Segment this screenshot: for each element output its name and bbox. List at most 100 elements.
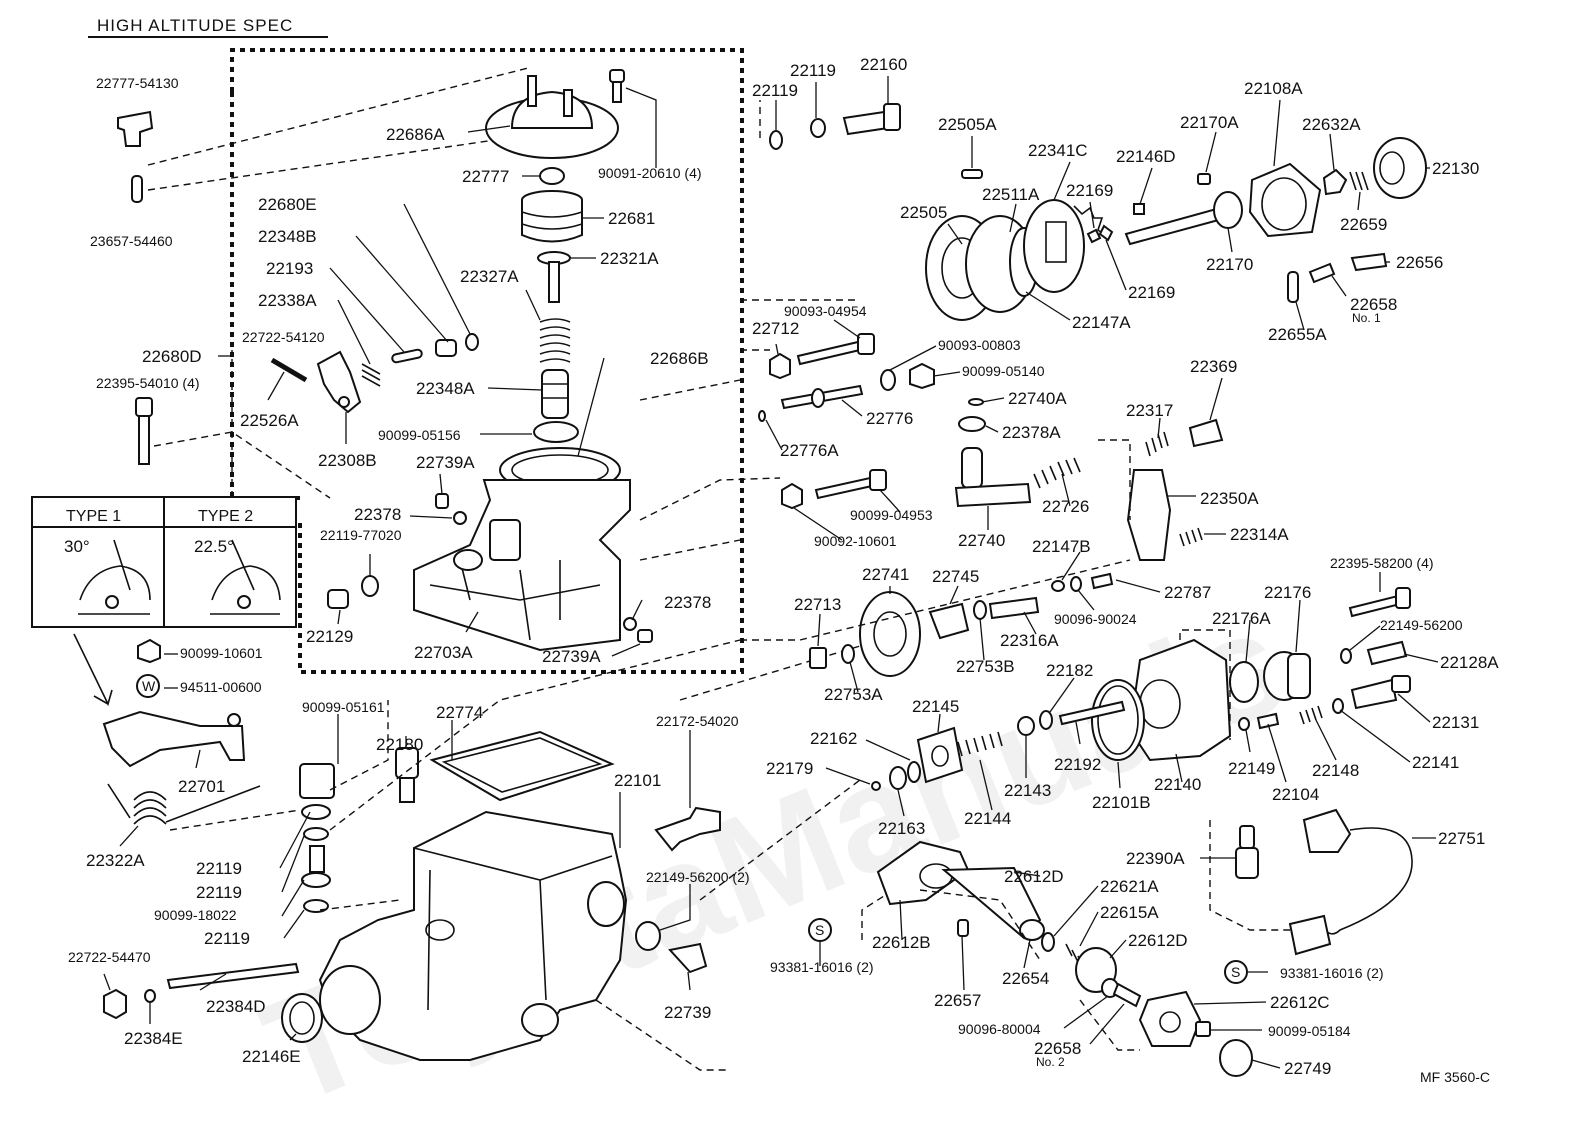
spring-22327A [539,318,571,363]
type1-label: TYPE 1 [66,508,121,525]
label-22149-56200: 22149-56200 [1380,617,1463,633]
plate-22341C [1023,199,1085,293]
label-22162: 22162 [810,729,857,748]
bolt-22129 [327,589,349,609]
spring-22615A [1065,943,1091,975]
label-22681: 22681 [608,209,655,228]
label-22686A: 22686A [386,125,445,144]
label-22144: 22144 [964,809,1011,828]
bolt-90091-20610 [609,69,625,103]
gear-22130 [1373,137,1427,199]
label-22321A: 22321A [600,249,659,268]
leader-dash-lower-1 [169,639,881,1071]
fitting-22131 [1350,675,1411,710]
label-22680E: 22680E [258,195,317,214]
spring-22322A [107,783,261,825]
sleeve-22316A [988,596,1040,620]
label-22722-54470: 22722-54470 [68,949,151,965]
label-22149: 22149 [1228,759,1275,778]
label-22658-no2-sub: No. 2 [1036,1055,1065,1069]
sleeve-22348A [541,369,569,419]
label-22713: 22713 [794,595,841,614]
washer-22378-left [453,511,467,525]
pipe-22612D [941,866,1045,941]
spider-22632A [1322,168,1348,196]
bolt-22160 [842,103,901,136]
nut-90092-10601 [781,482,803,510]
special-symbol-left: S [808,918,832,942]
label-90093-04954: 90093-04954 [784,303,867,319]
label-22143: 22143 [1004,781,1051,800]
ring-22740A [968,398,984,406]
label-22751: 22751 [1438,829,1485,848]
ring-22621A [1041,932,1055,952]
label-22776: 22776 [866,409,913,428]
label-90099-05156: 90099-05156 [378,427,461,443]
label-22169-a: 22169 [1066,181,1113,200]
screw-22658-no1 [1308,262,1336,284]
label-90099-05140: 90099-05140 [962,363,1045,379]
label-22131: 22131 [1432,713,1479,732]
plug-22369 [1188,418,1224,448]
label-22390A: 22390A [1126,849,1185,868]
label-22192: 22192 [1054,755,1101,774]
label-94511-00600: 94511-00600 [180,679,262,695]
washer-22119-c [303,899,329,913]
bolt-22395-58200 [1348,587,1411,618]
spring-22338A [361,363,381,387]
diaphragm-22681 [521,190,583,243]
cap-22749 [1219,1039,1253,1077]
spring-22314A [1179,527,1203,547]
gasket-22774 [429,730,615,802]
label-22612B: 22612B [872,933,931,952]
label-22101: 22101 [614,771,661,790]
washer-90096-90024 [1070,576,1082,592]
label-90099-05161: 90099-05161 [302,699,385,715]
label-22148: 22148 [1312,761,1359,780]
collar-90099-05156 [533,421,579,443]
pin-22321A [537,251,571,303]
spring-22659 [1349,171,1369,191]
label-22378-right: 22378 [664,593,711,612]
leader-dash-22777 [147,67,531,191]
bracket-22777-54130 [117,110,154,147]
washer-22119-top1 [769,130,783,150]
spring-22317 [1145,431,1169,457]
label-22753B: 22753B [956,657,1015,676]
block-22170A [1197,173,1211,185]
oring-22176A [1229,661,1259,703]
label-93381-16016-left: 93381-16016 (2) [770,959,874,975]
label-22656: 22656 [1396,253,1443,272]
label-22169-b: 22169 [1128,283,1175,302]
bushing-22348B [435,339,457,357]
label-22395-58200: 22395-58200 (4) [1330,555,1434,571]
label-22141: 22141 [1412,753,1459,772]
label-22776A: 22776A [780,441,839,460]
pipe-22384D [166,962,300,990]
bolt-22739A-bottom [637,629,653,643]
label-90099-05184: 90099-05184 [1268,1023,1351,1039]
label-22680D: 22680D [142,347,202,366]
special-symbol-left-text: S [815,922,824,938]
screw-22505A [961,169,983,179]
label-22182: 22182 [1046,661,1093,680]
washer-22753B [973,600,987,620]
washer-22119-b [303,827,329,841]
screw-22104 [1256,712,1280,730]
label-22119-77020: 22119-77020 [320,527,402,543]
bolt-22395-54010 [135,397,153,465]
label-22774: 22774 [436,703,483,722]
clip-22656 [1350,252,1388,272]
washer-22378-right [623,617,637,631]
valve-22740 [954,447,1032,508]
washer-22162 [907,761,921,783]
label-22612D-b: 22612D [1128,931,1188,950]
nut-90099-05184 [1195,1021,1211,1037]
label-22316A: 22316A [1000,631,1059,650]
label-22149-56200-2: 22149-56200 (2) [646,869,750,885]
washer-22141 [1332,698,1344,714]
label-22104: 22104 [1272,785,1319,804]
label-22745: 22745 [932,567,979,586]
bolt-90099-18022 [301,845,331,888]
label-22348B: 22348B [258,227,317,246]
